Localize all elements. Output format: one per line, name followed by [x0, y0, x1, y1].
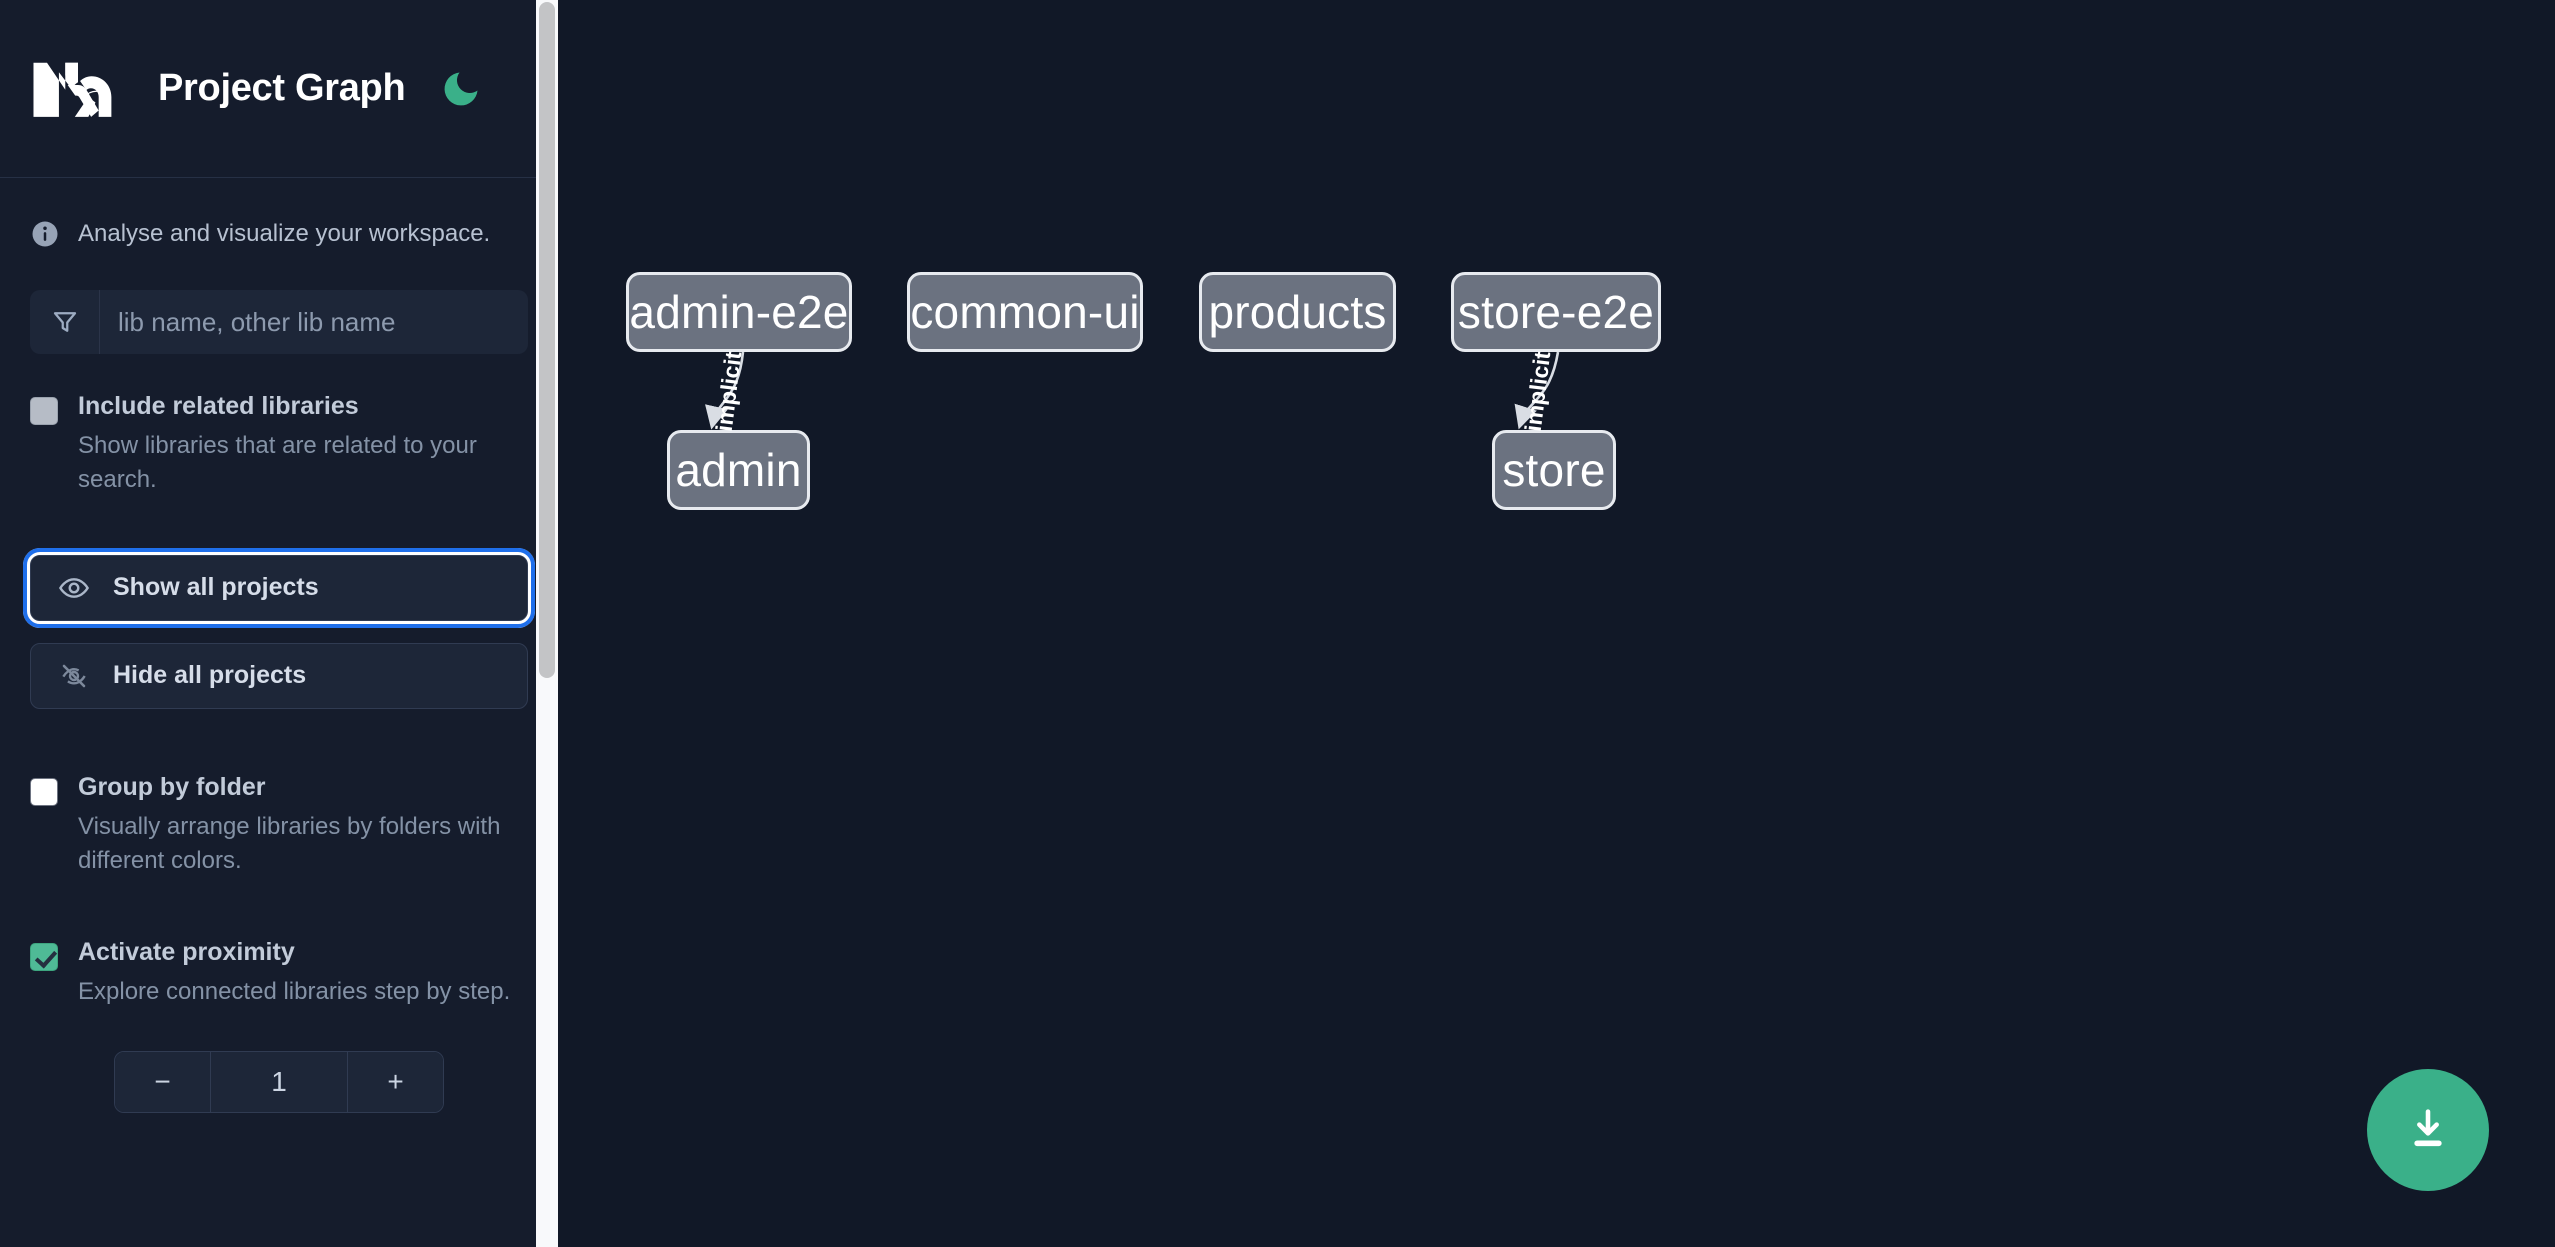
option-group-by-folder[interactable]: Group by folder Visually arrange librari…: [30, 771, 528, 878]
graph-node-label: admin-e2e: [629, 286, 849, 338]
graph-node-label: store: [1502, 444, 1606, 496]
include-related-checkbox[interactable]: [30, 397, 58, 425]
graph-edge-label-admin: implicit: [710, 349, 747, 433]
download-graph-button[interactable]: [2367, 1069, 2489, 1191]
graph-node-products[interactable]: products: [1199, 272, 1396, 352]
graph-edge-label-store: implicit: [1519, 349, 1556, 433]
nx-logo-icon: [30, 58, 126, 120]
include-related-label: Include related libraries: [78, 392, 359, 420]
workspace-info: Analyse and visualize your workspace.: [0, 178, 558, 290]
proximity-decrement-button[interactable]: −: [115, 1051, 211, 1112]
group-by-folder-description: Visually arrange libraries by folders wi…: [78, 812, 501, 874]
graph-edges: [705, 351, 1560, 430]
option-include-related-libraries[interactable]: Include related libraries Show libraries…: [30, 390, 528, 497]
activate-proximity-label: Activate proximity: [78, 937, 295, 966]
workspace-info-text: Analyse and visualize your workspace.: [78, 220, 491, 247]
graph-canvas[interactable]: admin-e2e common-ui products store-e2e a…: [558, 0, 2555, 1247]
filter-field[interactable]: [30, 290, 528, 354]
proximity-stepper: − 1 +: [114, 1050, 444, 1113]
graph-node-admin[interactable]: admin: [667, 430, 810, 510]
moon-icon[interactable]: [435, 63, 487, 115]
show-all-projects-label: Show all projects: [113, 573, 319, 602]
info-circle-icon: [30, 219, 60, 249]
graph-node-store-e2e[interactable]: store-e2e: [1451, 272, 1661, 352]
proximity-value: 1: [211, 1051, 347, 1112]
group-by-folder-checkbox[interactable]: [30, 777, 58, 806]
option-activate-proximity[interactable]: Activate proximity Explore connected lib…: [30, 936, 528, 1009]
show-all-projects-button[interactable]: Show all projects: [23, 547, 535, 628]
sidebar-controls: Include related libraries Show libraries…: [0, 290, 558, 1113]
activate-proximity-checkbox[interactable]: [30, 942, 58, 971]
sidebar-header: Project Graph: [0, 0, 558, 178]
graph-node-label: admin: [675, 444, 802, 496]
activate-proximity-description: Explore connected libraries step by step…: [78, 977, 511, 1005]
group-by-folder-label: Group by folder: [78, 772, 266, 801]
sidebar-scrollbar-thumb[interactable]: [539, 2, 555, 678]
graph-node-label: common-ui: [910, 286, 1140, 338]
eye-icon: [57, 571, 91, 605]
download-icon: [2402, 1103, 2454, 1158]
graph-node-admin-e2e[interactable]: admin-e2e: [626, 272, 852, 352]
graph-node-label: products: [1208, 286, 1387, 338]
hide-all-projects-label: Hide all projects: [113, 661, 307, 690]
graph-node-common-ui[interactable]: common-ui: [907, 272, 1143, 352]
graph-node-store[interactable]: store: [1492, 430, 1616, 510]
include-related-description: Show libraries that are related to your …: [78, 431, 477, 493]
sidebar: Project Graph Analyse and visualize your…: [0, 0, 558, 1247]
search-input[interactable]: [100, 290, 528, 354]
page-title: Project Graph: [158, 67, 406, 109]
eye-slash-icon: [57, 659, 91, 693]
graph-node-label: store-e2e: [1457, 286, 1655, 338]
sidebar-scrollbar[interactable]: [536, 0, 558, 1247]
proximity-increment-button[interactable]: +: [347, 1051, 443, 1112]
hide-all-projects-button[interactable]: Hide all projects: [30, 642, 528, 709]
funnel-icon: [30, 290, 100, 354]
